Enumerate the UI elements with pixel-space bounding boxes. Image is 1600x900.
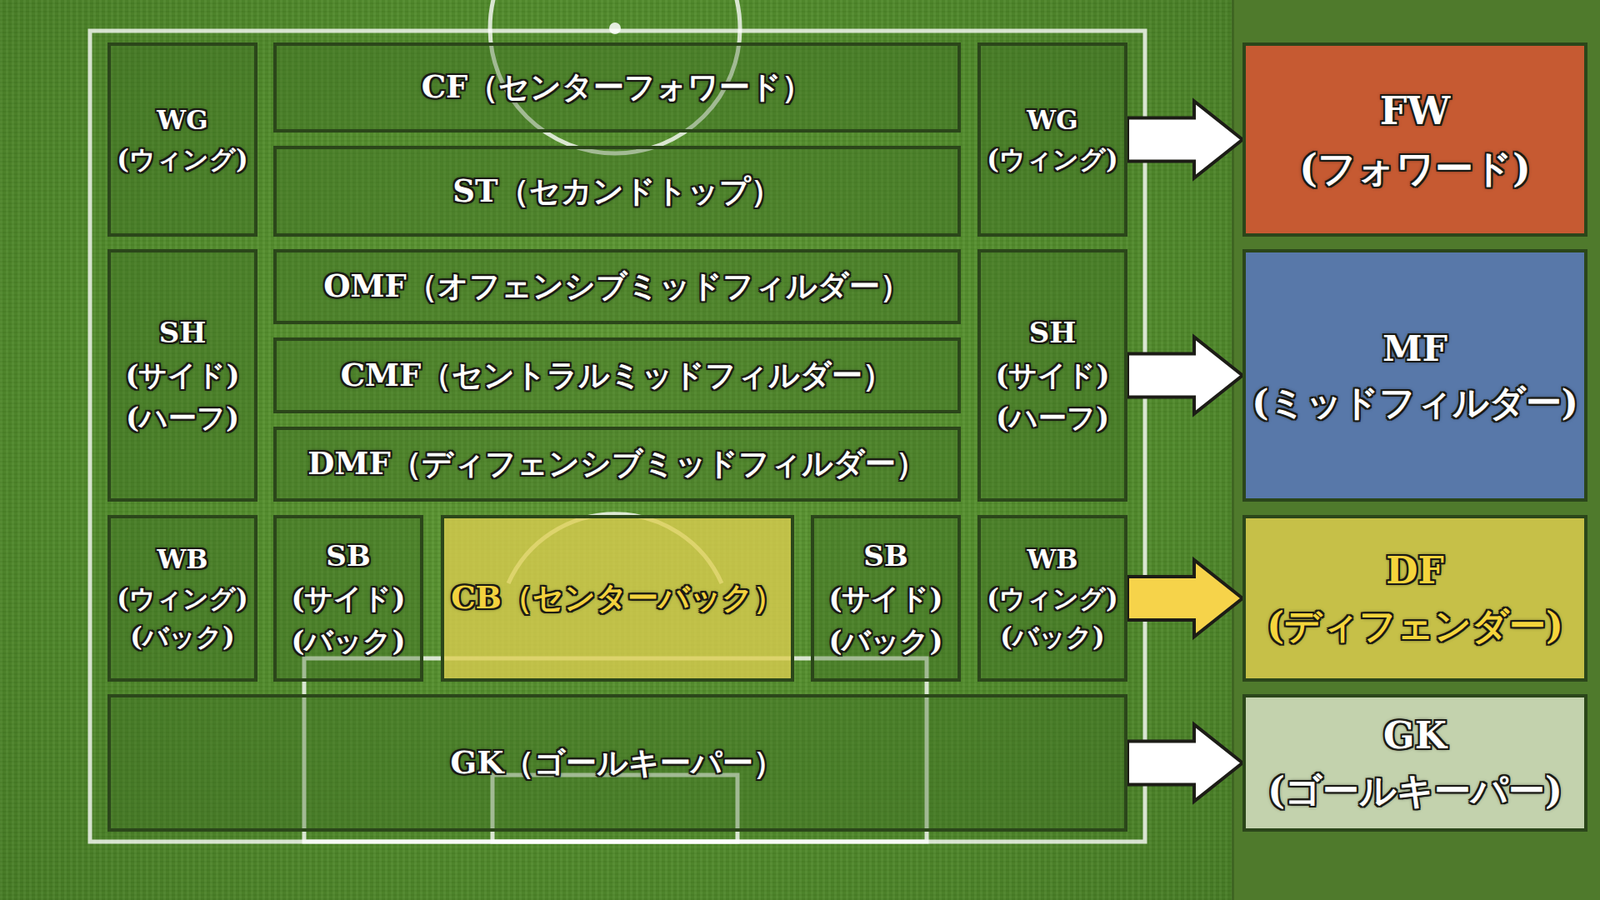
position-label: MF (ミッドフィルダー) [1251,321,1579,430]
position-label: CF（センターフォワード） [421,66,814,109]
highlight-position-box: CB（センターバック） [440,515,795,682]
center-position-box: CF（センターフォワード） [273,42,961,133]
block-arrow [1127,725,1243,802]
category-box: DF (ディフェンダー) [1242,515,1588,682]
position-label: SH (サイド) (ハーフ) [995,311,1110,440]
category-box: GK (ゴールキーパー) [1242,694,1588,832]
position-label: SB (サイド) (バック) [290,535,405,663]
side-position-box: WG (ウィング) [977,42,1128,237]
position-label: OMF（オフェンシブミッドフィルダー） [323,265,910,308]
position-label: WB (ウィング) (バック) [116,540,248,657]
block-arrow [1127,101,1243,179]
position-label: ST（セカンドトップ） [452,170,781,213]
position-label: DF (ディフェンダー) [1266,543,1564,654]
touch-line [90,30,1145,842]
side-position-box: SH (サイド) (ハーフ) [107,249,258,502]
block-arrow [1127,560,1243,637]
side-position-box: SB (サイド) (バック) [273,515,424,682]
goalkeeper-box: GK（ゴールキーパー） [107,694,1128,832]
center-position-box: ST（セカンドトップ） [273,145,961,237]
center-position-box: DMF（ディフェンシブミッドフィルダー） [273,426,961,502]
side-position-box: WG (ウィング) [107,42,258,237]
side-position-box: SB (サイド) (バック) [810,515,961,682]
category-box: FW (フォワード) [1242,42,1588,237]
side-position-box: SH (サイド) (ハーフ) [977,249,1128,502]
block-arrow [1127,337,1243,415]
center-position-box: CMF（セントラルミッドフィルダー） [273,337,961,414]
position-label: WB (ウィング) (バック) [986,540,1118,657]
position-label: SB (サイド) (バック) [828,535,943,663]
position-label: FW (フォワード) [1299,82,1531,198]
position-label: WG (ウィング) [116,100,248,179]
position-label: DMF（ディフェンシブミッドフィルダー） [307,443,926,485]
side-position-box: WB (ウィング) (バック) [107,515,258,682]
side-position-box: WB (ウィング) (バック) [977,515,1128,682]
position-label: GK（ゴールキーパー） [450,742,785,785]
position-label: GK (ゴールキーパー) [1267,708,1563,819]
position-label: CB（センターバック） [450,577,785,620]
position-label: CMF（セントラルミッドフィルダー） [340,355,895,397]
position-label: WG (ウィング) [986,100,1118,179]
position-label: SH (サイド) (ハーフ) [125,311,240,440]
category-box: MF (ミッドフィルダー) [1242,249,1588,502]
center-spot [609,22,621,35]
pitch-markings [90,0,1145,842]
center-position-box: OMF（オフェンシブミッドフィルダー） [273,249,961,325]
